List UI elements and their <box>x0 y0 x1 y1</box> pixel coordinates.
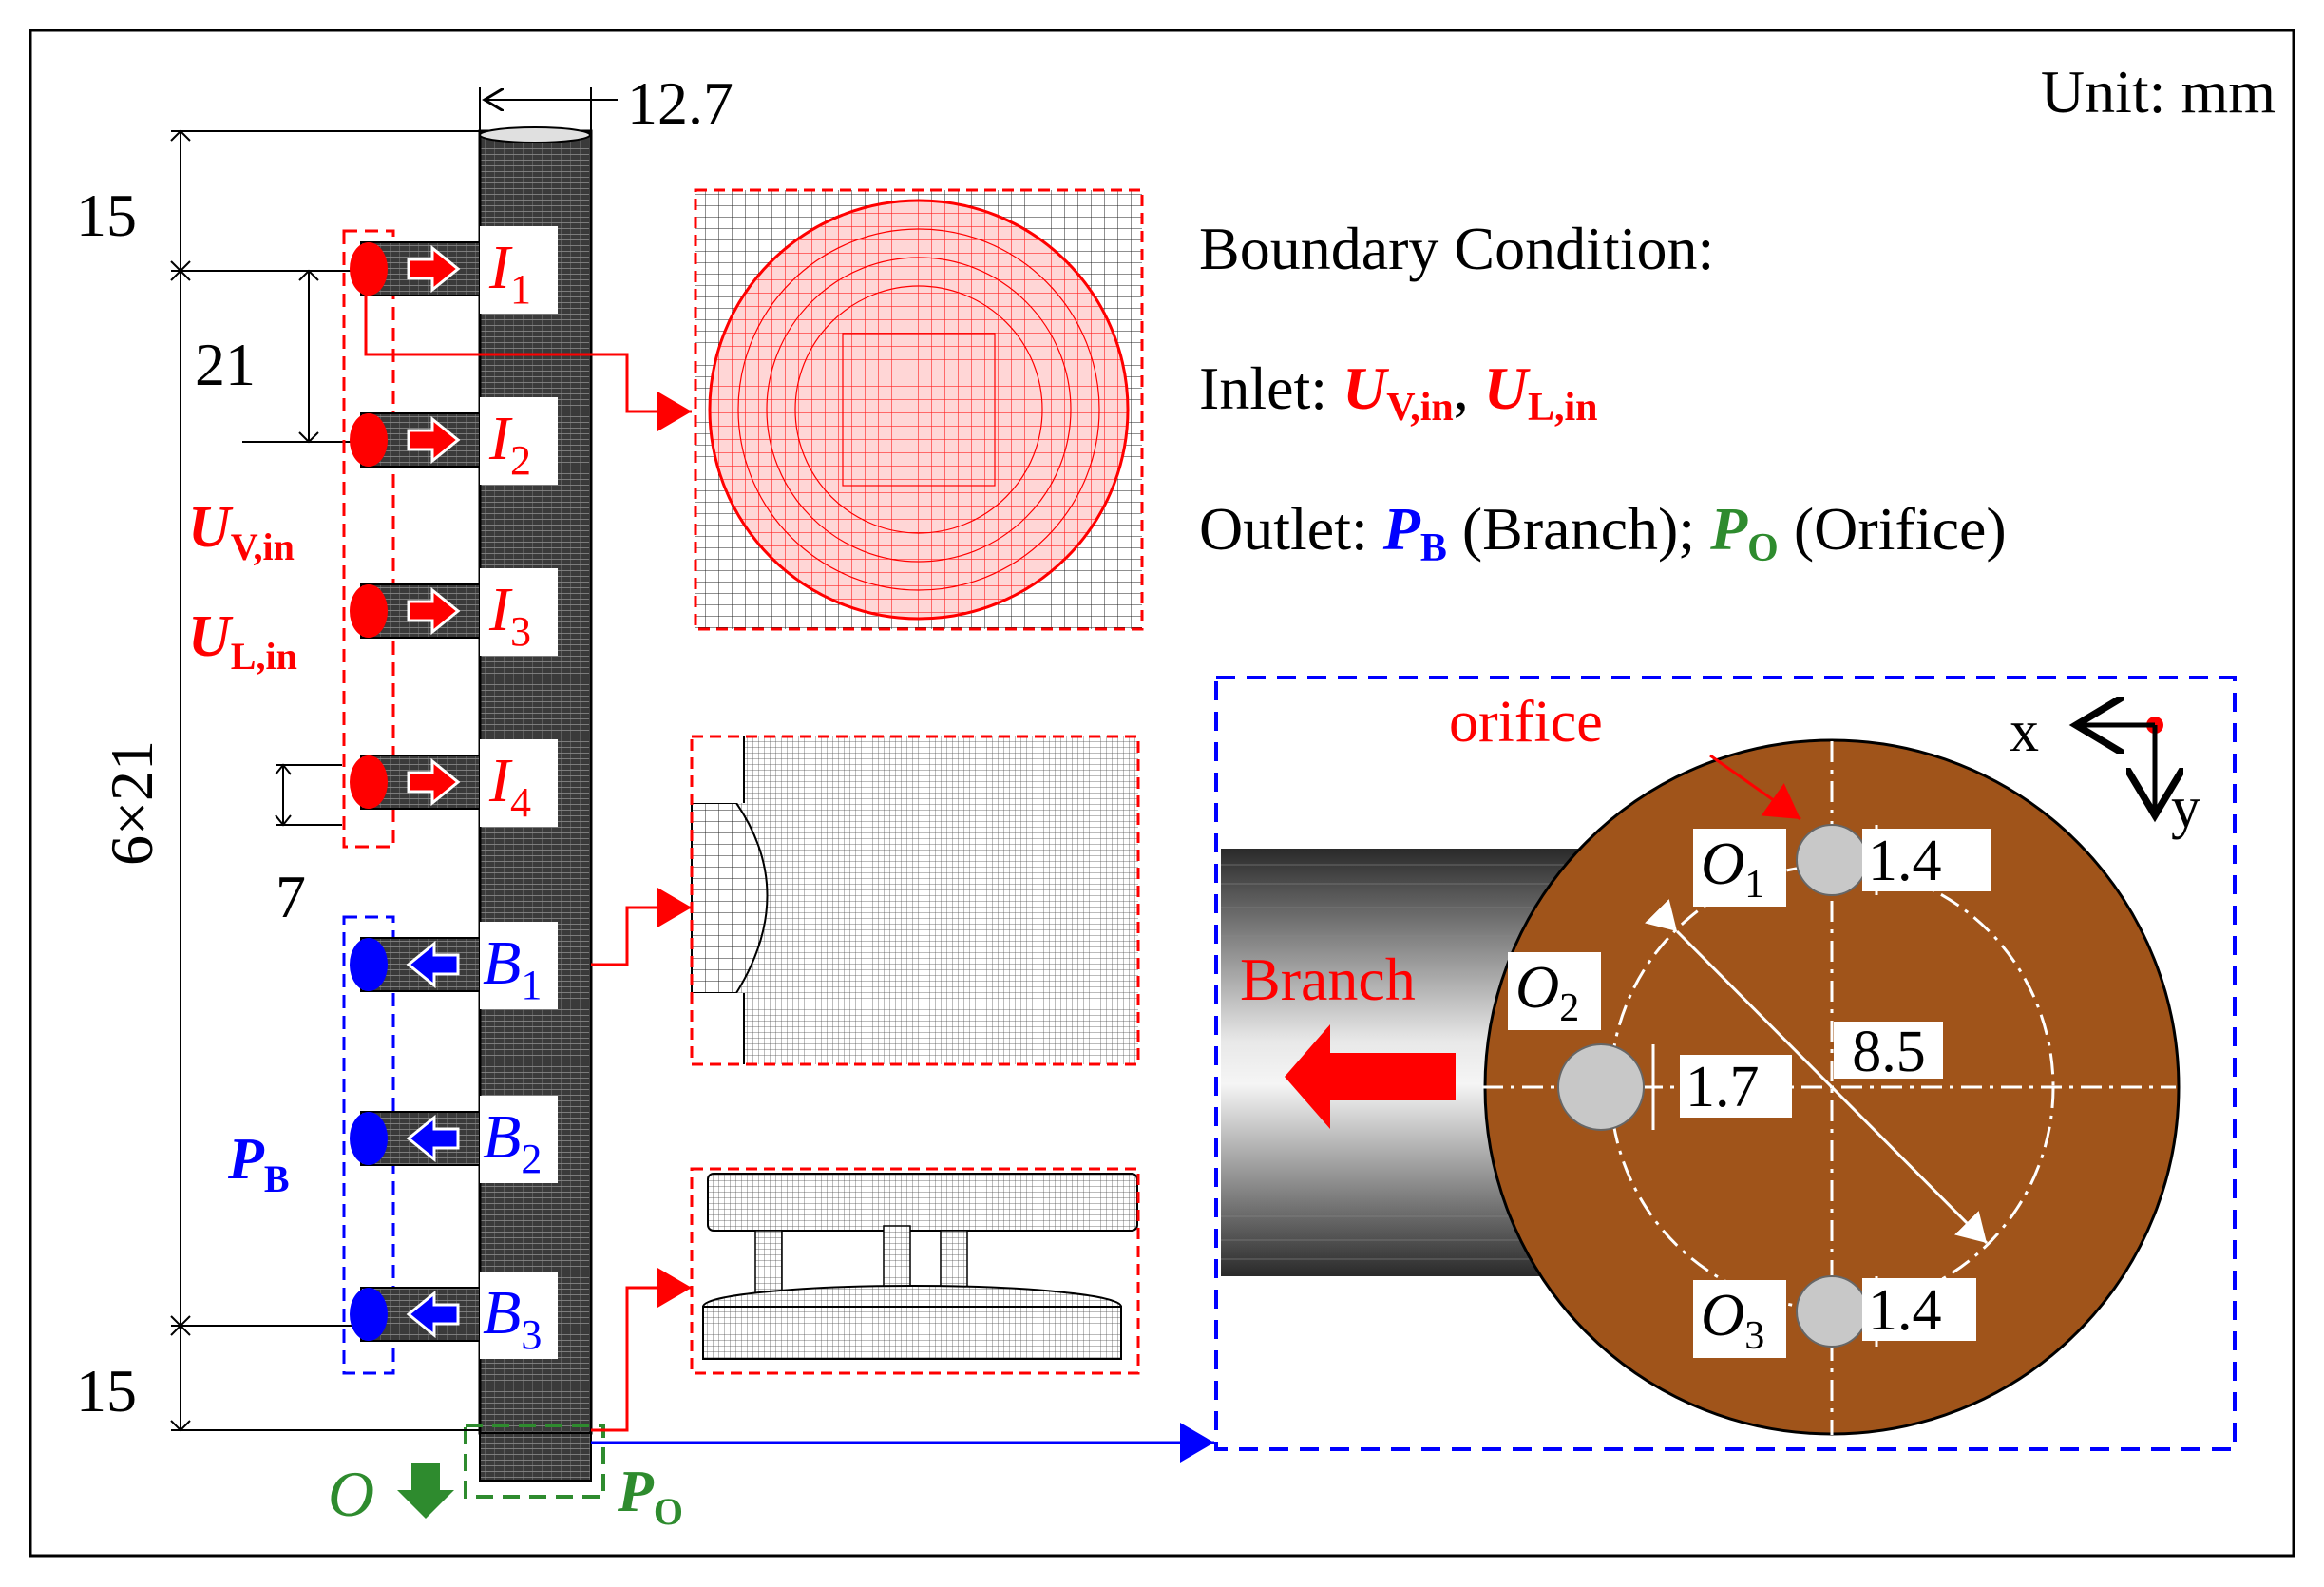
orifice-section <box>464 1424 605 1499</box>
branch-diameter-label: 7 <box>276 863 306 930</box>
orifice-outlet-box <box>464 1424 605 1499</box>
inlet-port: I4 <box>350 739 558 827</box>
branch-label: B2 <box>483 1102 542 1182</box>
outlet-condition: Outlet: PB (Branch); PO (Orifice) <box>1199 495 2007 570</box>
axis-x-label: x <box>2010 699 2039 764</box>
branch-mesh-inset <box>690 735 1140 1066</box>
inlet-label: I4 <box>488 746 531 826</box>
branch-face <box>350 1112 388 1165</box>
inlet-port: I1 <box>350 226 558 314</box>
inlet-condition: Inlet: UV,in, UL,in <box>1199 354 1598 430</box>
orifice-hole: 1.7 O2 <box>1508 952 1792 1131</box>
orifice-detail-connector <box>591 1268 692 1432</box>
bottom-offset-label: 15 <box>76 1357 137 1424</box>
inlet-arrow <box>407 757 461 807</box>
branch-arrow <box>406 940 460 989</box>
branch-detail-connector <box>591 888 692 966</box>
hole-letter-label: O1 <box>1701 830 1764 907</box>
boundary-heading: Boundary Condition: <box>1199 215 1714 282</box>
branch-arrow <box>406 1290 460 1339</box>
inlet-label: I3 <box>488 575 531 655</box>
left-pb-label: PB <box>227 1127 290 1200</box>
left-dimensions <box>170 129 485 1432</box>
branch-label: B1 <box>483 928 542 1008</box>
inlet-label: I1 <box>488 233 531 313</box>
hole-letter-label: O2 <box>1515 953 1579 1030</box>
total-span-label: 6×21 <box>98 740 165 866</box>
inlet-arrow <box>407 586 461 636</box>
pitch-diameter-arrow <box>1645 899 1989 1245</box>
branch-port: B1 <box>350 922 558 1009</box>
hole-letter-label: O3 <box>1701 1281 1764 1358</box>
hole-size-label: 1.4 <box>1868 829 1942 893</box>
orifice-callout-arrow <box>1709 754 1801 821</box>
branch-flow-arrow <box>1285 1024 1456 1129</box>
orifice-po-label: PO <box>617 1460 683 1533</box>
inlet-port: I3 <box>350 568 558 656</box>
inlet-arrow <box>407 415 461 465</box>
orifice-callout-label: orifice <box>1449 690 1603 755</box>
orifice-letter-label: O <box>328 1458 374 1530</box>
top-offset-label: 15 <box>76 182 137 249</box>
pitch-diameter-label: 8.5 <box>1852 1020 1926 1084</box>
orifice-down-arrow <box>397 1463 454 1519</box>
unit-label: Unit: mm <box>2041 58 2276 125</box>
inlet-port: I2 <box>350 397 558 485</box>
branch-port: B3 <box>350 1272 558 1359</box>
inlet-spacing-label: 21 <box>195 331 256 398</box>
hole-size-label: 1.4 <box>1868 1278 1942 1343</box>
pipe-diameter-dimension: 12.7 <box>479 69 733 137</box>
branch-port: B2 <box>350 1096 558 1183</box>
inlet-face <box>350 413 388 467</box>
hole-size-label: 1.7 <box>1686 1055 1760 1119</box>
left-uv-label: UV,in <box>188 495 295 568</box>
orifice-mesh-inset <box>690 1167 1140 1375</box>
orifice-hole: 1.4 O3 <box>1693 1275 1976 1358</box>
inlet-mesh-inset <box>694 188 1144 631</box>
inlet-arrow <box>407 244 461 294</box>
branch-face <box>350 1288 388 1341</box>
inlet-detail-connector <box>364 285 692 431</box>
inlet-face <box>350 242 388 296</box>
inlet-face <box>350 584 388 638</box>
left-ul-label: UL,in <box>188 604 297 678</box>
inlet-group-box <box>342 229 395 849</box>
branch-label: B3 <box>483 1278 542 1358</box>
branch-face <box>350 938 388 991</box>
branch-arrow <box>406 1114 460 1163</box>
inlet-label: I2 <box>488 404 531 484</box>
branch-label: Branch <box>1240 946 1416 1013</box>
inlet-face <box>350 755 388 809</box>
axis-y-label: y <box>2171 775 2200 840</box>
pipe-diameter-label: 12.7 <box>627 69 733 137</box>
orifice-hole: 1.4 O1 <box>1693 824 1991 907</box>
